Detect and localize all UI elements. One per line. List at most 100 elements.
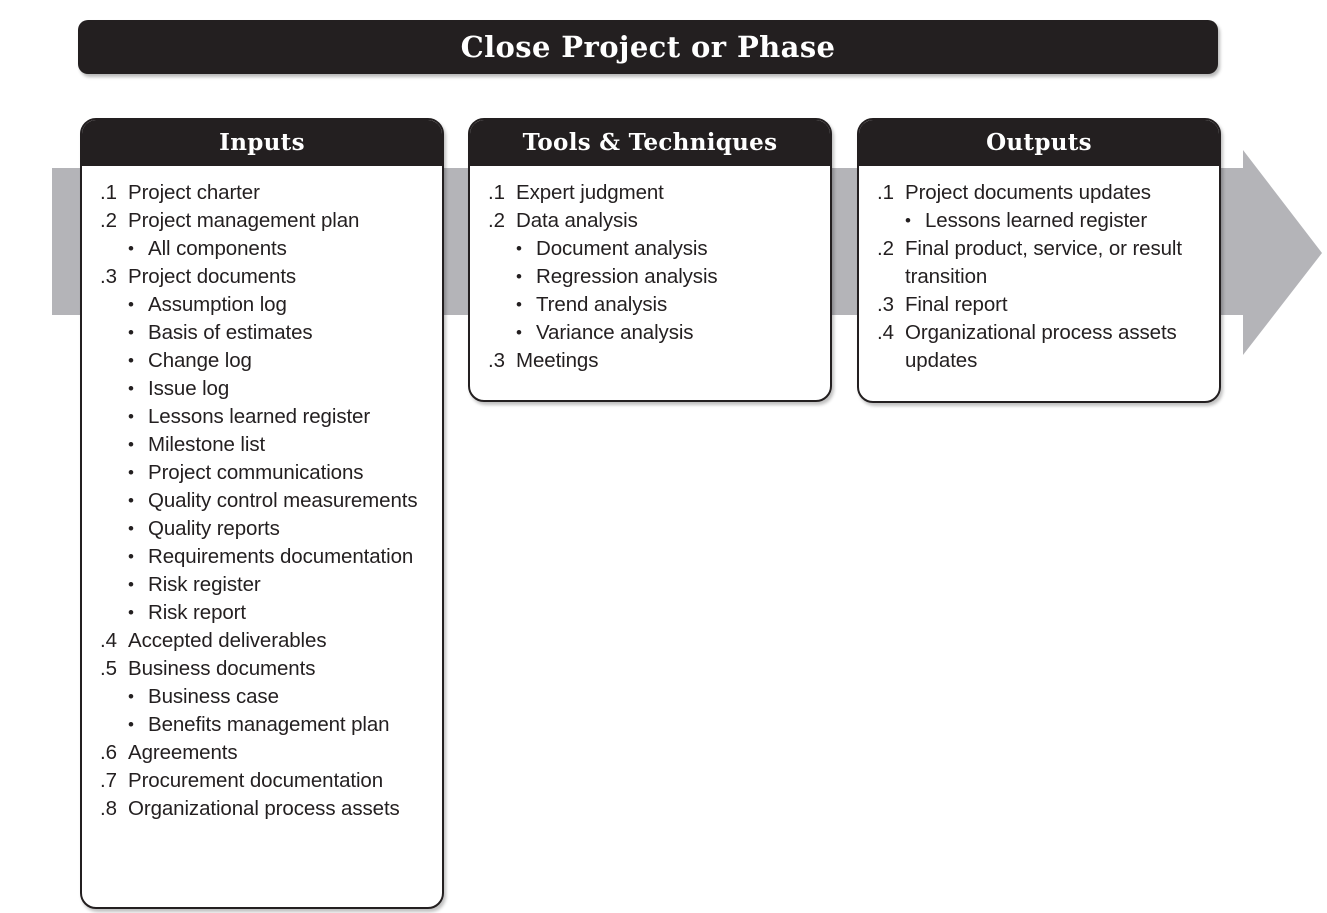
bullet-list-item: • Quality control measurements xyxy=(100,487,432,515)
item-label: Requirements documentation xyxy=(148,545,414,568)
item-label: Business case xyxy=(148,685,279,708)
bullet-list-item: • Assumption log xyxy=(100,291,432,319)
item-label: Lessons learned register xyxy=(148,405,371,428)
bullet-icon: • xyxy=(128,323,134,342)
item-label: Accepted deliverables xyxy=(128,629,327,652)
bullet-list-item: •Basis of estimates xyxy=(100,319,432,347)
numbered-list-item: .7 Procurement documentation xyxy=(100,767,432,795)
item-number: .1 xyxy=(100,181,117,204)
item-label: Risk report xyxy=(148,601,247,624)
inputs-header: Inputs xyxy=(82,120,442,166)
item-label: Final report xyxy=(905,293,1008,316)
numbered-list-item: .2 Project management plan xyxy=(100,207,432,235)
bullet-list-item: •Regression analysis xyxy=(488,263,820,291)
numbered-list-item: .5 Business documents xyxy=(100,655,432,683)
item-label: Final product, service, or result transi… xyxy=(905,237,1182,288)
numbered-list-item: .3 Final report xyxy=(877,291,1209,319)
bullet-list-item: •Lessons learned register xyxy=(877,207,1209,235)
item-number: .2 xyxy=(488,209,505,232)
bullet-list-item: • Requirements documentation xyxy=(100,543,432,571)
item-label: Project management plan xyxy=(128,209,360,232)
numbered-list-item: .2 Data analysis xyxy=(488,207,820,235)
numbered-list-item: .4 Accepted deliverables xyxy=(100,627,432,655)
bullet-list-item: • Project communications xyxy=(100,459,432,487)
bullet-icon: • xyxy=(128,239,134,258)
bullet-icon: • xyxy=(128,491,134,510)
item-number: .8 xyxy=(100,797,117,820)
bullet-list-item: • Benefits management plan xyxy=(100,711,432,739)
bullet-icon: • xyxy=(516,323,522,342)
numbered-list-item: .3 Project documents xyxy=(100,263,432,291)
item-label: Project documents updates xyxy=(905,181,1151,204)
item-number: .3 xyxy=(877,293,894,316)
item-label: Organizational process assets xyxy=(128,797,400,820)
bullet-icon: • xyxy=(128,603,134,622)
bullet-list-item: •Business case xyxy=(100,683,432,711)
item-label: Business documents xyxy=(128,657,316,680)
item-number: .2 xyxy=(877,237,894,260)
tools-and-techniques-header-label: Tools & Techniques xyxy=(522,129,778,156)
page-title: Close Project or Phase xyxy=(460,30,836,64)
item-label: Project documents xyxy=(128,265,297,288)
bullet-list-item: •Risk register xyxy=(100,571,432,599)
item-number: .6 xyxy=(100,741,117,764)
item-label: Benefits management plan xyxy=(148,713,390,736)
item-label: Lessons learned register xyxy=(925,209,1148,232)
item-number: .3 xyxy=(100,265,117,288)
numbered-list-item: .6 Agreements xyxy=(100,739,432,767)
bullet-list-item: •All components xyxy=(100,235,432,263)
bullet-icon: • xyxy=(128,547,134,566)
numbered-list-item: .8 Organizational process assets xyxy=(100,795,432,823)
item-label: Expert judgment xyxy=(516,181,664,204)
item-label: Milestone list xyxy=(148,433,266,456)
process-title-banner: Close Project or Phase xyxy=(78,20,1218,74)
item-label: Quality control measurements xyxy=(148,489,418,512)
bullet-list-item: •Trend analysis xyxy=(488,291,820,319)
bullet-icon: • xyxy=(516,239,522,258)
item-label: Data analysis xyxy=(516,209,638,232)
bullet-icon: • xyxy=(128,463,134,482)
numbered-list-item: .2 Final product, service, or result tran… xyxy=(877,235,1209,291)
item-label: Project communications xyxy=(148,461,364,484)
bullet-list-item: • Variance analysis xyxy=(488,319,820,347)
bullet-icon: • xyxy=(128,715,134,734)
bullet-icon: • xyxy=(516,267,522,286)
item-label: Change log xyxy=(148,349,252,372)
outputs-header: Outputs xyxy=(859,120,1219,166)
bullet-list-item: • Risk report xyxy=(100,599,432,627)
inputs-header-label: Inputs xyxy=(219,129,305,156)
item-label: Variance analysis xyxy=(536,321,694,344)
item-number: .2 xyxy=(100,209,117,232)
item-label: Organizational process assets updates xyxy=(905,321,1177,372)
item-label: Agreements xyxy=(128,741,238,764)
item-number: .7 xyxy=(100,769,117,792)
tools-and-techniques-header: Tools & Techniques xyxy=(470,120,830,166)
bullet-list-item: • Change log xyxy=(100,347,432,375)
item-label: Document analysis xyxy=(536,237,708,260)
bullet-icon: • xyxy=(128,435,134,454)
bullet-icon: • xyxy=(128,295,134,314)
item-number: .4 xyxy=(100,629,117,652)
item-label: Issue log xyxy=(148,377,230,400)
outputs-header-label: Outputs xyxy=(986,129,1092,156)
bullet-icon: • xyxy=(128,351,134,370)
item-label: Meetings xyxy=(516,349,599,372)
item-number: .4 xyxy=(877,321,894,344)
item-number: .5 xyxy=(100,657,117,680)
bullet-icon: • xyxy=(516,295,522,314)
bullet-list-item: •Quality reports xyxy=(100,515,432,543)
item-label: Procurement documentation xyxy=(128,769,384,792)
item-label: Assumption log xyxy=(148,293,287,316)
